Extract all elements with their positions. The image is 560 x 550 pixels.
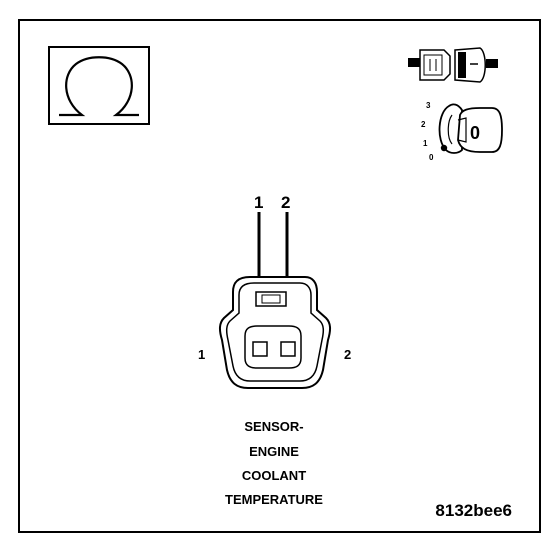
sensor-connector <box>218 276 332 389</box>
connector-icon <box>408 47 498 83</box>
ignition-key-label: 0 <box>470 123 480 143</box>
caption-line-4: TEMPERATURE <box>225 492 323 507</box>
ignition-position-dot <box>440 144 448 152</box>
ignition-position-2: 2 <box>421 120 426 129</box>
caption-line-1: SENSOR- <box>244 419 303 434</box>
component-caption: SENSOR- ENGINE COOLANT TEMPERATURE <box>225 419 323 507</box>
connector-pin-label-2: 2 <box>344 347 351 362</box>
connector-pin-label-1: 1 <box>198 347 205 362</box>
caption-line-2: ENGINE <box>249 444 299 459</box>
ignition-position-3: 3 <box>426 101 431 110</box>
connector-cavity-2 <box>280 341 296 357</box>
figure-id: 8132bee6 <box>435 501 512 520</box>
probe-label-2: 2 <box>281 193 290 212</box>
ignition-position-0: 0 <box>429 153 434 162</box>
ignition-switch-icon: 0 3 2 1 0 <box>421 101 503 162</box>
probe-label-1: 1 <box>254 193 263 212</box>
ohm-icon <box>48 46 150 125</box>
ignition-position-1: 1 <box>423 139 428 148</box>
connector-cavity-1 <box>252 341 268 357</box>
diagram-border <box>18 19 541 533</box>
caption-line-3: COOLANT <box>242 468 306 483</box>
